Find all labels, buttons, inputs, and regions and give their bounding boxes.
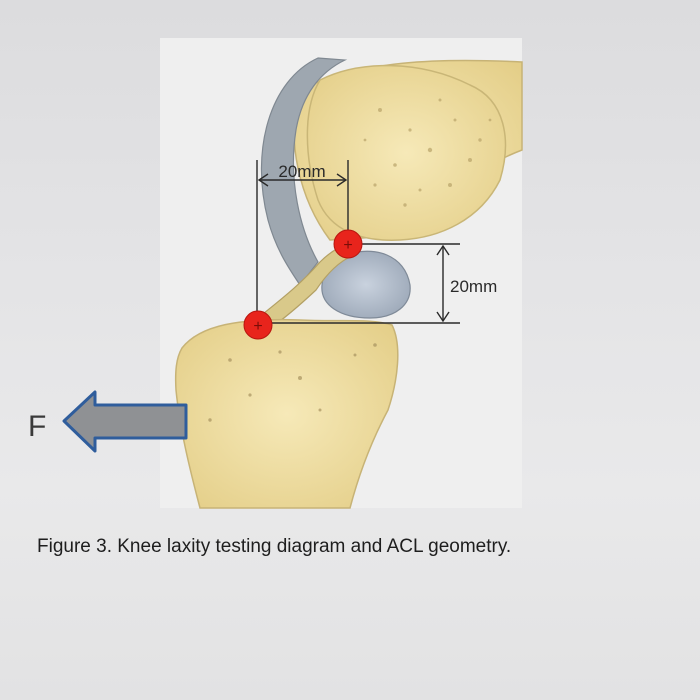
femoral-condyle xyxy=(306,64,507,241)
horizontal-dimension-label: 20mm xyxy=(278,162,325,181)
force-arrow-icon xyxy=(62,390,188,453)
dimension-lines xyxy=(256,160,460,324)
vertical-arrowhead-bottom xyxy=(436,311,450,323)
svg-text:+: + xyxy=(343,237,352,254)
horizontal-arrowhead-right xyxy=(336,173,348,187)
horizontal-arrowhead-left xyxy=(257,173,269,187)
tibia-texture xyxy=(208,343,377,422)
bone-texture xyxy=(363,98,492,207)
force-label: F xyxy=(28,410,46,443)
tibial-attachment-marker: + xyxy=(243,310,273,340)
femoral-attachment-marker: + xyxy=(333,229,363,259)
svg-text:+: + xyxy=(253,318,262,335)
vertical-dimension-label: 20mm xyxy=(450,277,497,296)
figure-caption: Figure 3. Knee laxity testing diagram an… xyxy=(37,536,512,557)
vertical-arrowhead-top xyxy=(436,244,450,256)
